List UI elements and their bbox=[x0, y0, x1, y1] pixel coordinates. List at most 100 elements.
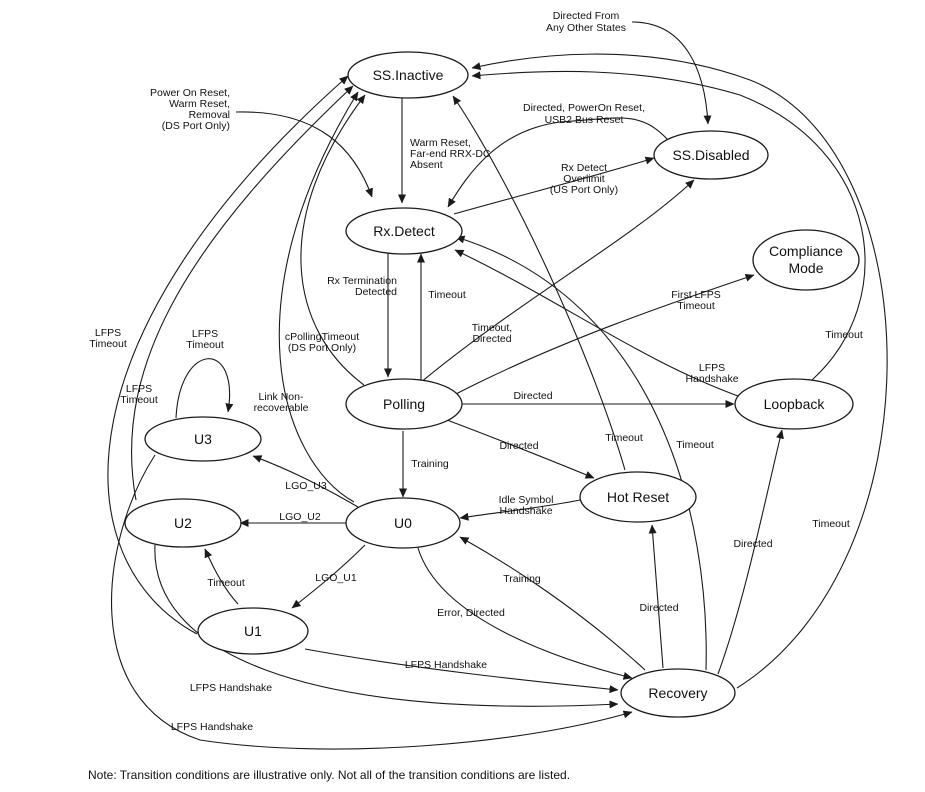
label-lfps-handshake-u2: LFPS Handshake bbox=[190, 682, 272, 694]
state-rx-detect: Rx.Detect bbox=[345, 207, 463, 255]
label-lfps-timeout-u2: LFPS bbox=[126, 383, 152, 395]
state-label: U0 bbox=[394, 515, 412, 531]
label-first-lfps-timeout: Timeout bbox=[677, 300, 715, 312]
state-loopback: Loopback bbox=[734, 378, 854, 430]
edge-rxdetect-to-disabled bbox=[453, 156, 655, 215]
state-recovery: Recovery bbox=[620, 668, 736, 718]
edge-u0-to-recovery bbox=[417, 547, 633, 680]
label-directed-from: Directed From bbox=[553, 10, 620, 22]
state-label: Rx.Detect bbox=[373, 223, 435, 239]
state-label: SS.Inactive bbox=[373, 67, 444, 83]
diagram-note: Note: Transition conditions are illustra… bbox=[88, 768, 570, 782]
state-label: Recovery bbox=[648, 685, 707, 701]
label-timeout-hotreset: Timeout bbox=[605, 432, 643, 444]
state-label: Hot Reset bbox=[607, 489, 669, 505]
edge-u1-to-recovery bbox=[304, 648, 619, 694]
label-training-polling: Training bbox=[411, 458, 449, 470]
edge-hotreset-to-u0 bbox=[459, 499, 581, 521]
label-lgo-u2: LGO_U2 bbox=[279, 511, 321, 523]
edge-poweron-to-rxdetect bbox=[235, 111, 373, 198]
edge-polling-to-inactive bbox=[300, 94, 366, 386]
label-directed-poweron: USB2 Bus Reset bbox=[545, 114, 624, 126]
label-directed-hotreset: Directed bbox=[499, 440, 538, 452]
label-link-nonrecoverable: Link Non- bbox=[259, 391, 304, 403]
label-timeout-directed: Directed bbox=[472, 333, 511, 345]
label-lgo-u1: LGO_U1 bbox=[315, 572, 357, 584]
edge-u2-to-recovery bbox=[154, 544, 619, 709]
label-timeout-recovery-rx: Timeout bbox=[676, 439, 714, 451]
edge-u0-to-u3 bbox=[252, 455, 359, 508]
edge-recovery-to-u0 bbox=[459, 536, 646, 671]
label-warm-reset: Far-end RRX-DC bbox=[410, 148, 491, 160]
label-rx-detect-overlimit: Rx Detect bbox=[561, 162, 607, 174]
edge-u3-self-loop bbox=[175, 358, 234, 419]
label-error-directed: Error, Directed bbox=[437, 607, 505, 619]
edge-u0-to-u1 bbox=[291, 544, 366, 609]
edge-u2-to-inactive bbox=[131, 85, 354, 501]
edge-polling-to-hotreset bbox=[446, 419, 595, 479]
state-compliance-mode: Compliance Mode bbox=[752, 229, 860, 291]
edge-u0-to-inactive bbox=[278, 91, 359, 503]
edge-recovery-to-loopback bbox=[717, 429, 784, 675]
state-label: Mode bbox=[788, 260, 823, 276]
edge-polling-to-compliance bbox=[451, 273, 755, 397]
label-rx-detect-overlimit: (US Port Only) bbox=[550, 184, 618, 196]
label-first-lfps-timeout: First LFPS bbox=[671, 289, 721, 301]
label-link-nonrecoverable: recoverable bbox=[254, 402, 309, 414]
label-power-on-reset: (DS Port Only) bbox=[162, 120, 230, 132]
state-hot-reset: Hot Reset bbox=[579, 471, 697, 523]
edge-any-to-disabled bbox=[631, 21, 712, 125]
label-lfps-timeout-far: LFPS bbox=[95, 327, 121, 339]
label-idle-symbol: Handshake bbox=[499, 505, 552, 517]
label-power-on-reset: Power On Reset, bbox=[150, 87, 230, 99]
state-u0: U0 bbox=[345, 497, 461, 549]
state-polling: Polling bbox=[345, 378, 463, 430]
state-label: Polling bbox=[383, 396, 425, 412]
label-timeout-u1-u2: Timeout bbox=[207, 577, 245, 589]
label-lfps-timeout-u3-self: LFPS bbox=[192, 328, 218, 340]
state-ss-inactive: SS.Inactive bbox=[347, 51, 469, 99]
label-training-recovery: Training bbox=[503, 573, 541, 585]
label-lfps-timeout-u3-self: Timeout bbox=[186, 339, 224, 351]
transition-labels: Directed From Any Other States Power On … bbox=[89, 10, 863, 733]
label-power-on-reset: Warm Reset, bbox=[169, 98, 230, 110]
edge-recovery-to-inactive-outer bbox=[471, 53, 888, 689]
state-label: U1 bbox=[244, 623, 262, 639]
label-directed-from: Any Other States bbox=[546, 22, 626, 34]
state-label: Compliance bbox=[769, 243, 843, 259]
label-rx-termination: Rx Termination bbox=[327, 275, 397, 287]
state-u3: U3 bbox=[144, 416, 262, 462]
state-u1: U1 bbox=[197, 607, 309, 655]
edge-u1-to-inactive bbox=[107, 75, 349, 635]
edge-polling-to-disabled bbox=[419, 179, 695, 384]
state-label: U2 bbox=[174, 515, 192, 531]
edge-hotreset-to-inactive bbox=[452, 95, 626, 471]
label-directed-loopback: Directed bbox=[513, 390, 552, 402]
edge-loopback-to-inactive bbox=[471, 70, 866, 381]
label-directed-poweron: Directed, PowerOn Reset, bbox=[523, 102, 645, 114]
edge-u3-to-recovery bbox=[111, 454, 633, 750]
edge-recovery-to-rxdetect bbox=[455, 235, 707, 671]
edge-disabled-to-rxdetect bbox=[447, 117, 669, 208]
label-lfps-handshake-u1: LFPS Handshake bbox=[405, 659, 487, 671]
label-directed-rec-hot: Directed bbox=[639, 602, 678, 614]
state-u2: U2 bbox=[124, 498, 242, 548]
label-lfps-handshake-loop: LFPS bbox=[699, 362, 725, 374]
label-lfps-handshake-loop: Handshake bbox=[685, 373, 738, 385]
label-lfps-timeout-far: Timeout bbox=[89, 338, 127, 350]
label-lgo-u3: LGO_U3 bbox=[285, 480, 327, 492]
label-idle-symbol: Idle Symbol bbox=[499, 494, 554, 506]
edge-recovery-to-hotreset bbox=[648, 524, 664, 669]
label-timeout-recovery-inactive: Timeout bbox=[812, 518, 850, 530]
label-warm-reset: Absent bbox=[410, 159, 443, 171]
label-directed-rec-loop: Directed bbox=[733, 538, 772, 550]
label-timeout-rxdetect: Timeout bbox=[428, 289, 466, 301]
states: SS.Inactive SS.Disabled Rx.Detect Compli… bbox=[124, 51, 860, 718]
label-timeout-loopback: Timeout bbox=[825, 329, 863, 341]
label-timeout-directed: Timeout, bbox=[472, 322, 512, 334]
label-cpolling-timeout: cPollingTimeout bbox=[285, 331, 359, 343]
state-label: Loopback bbox=[764, 396, 826, 412]
state-ss-disabled: SS.Disabled bbox=[653, 130, 769, 180]
label-rx-termination: Detected bbox=[355, 286, 397, 298]
